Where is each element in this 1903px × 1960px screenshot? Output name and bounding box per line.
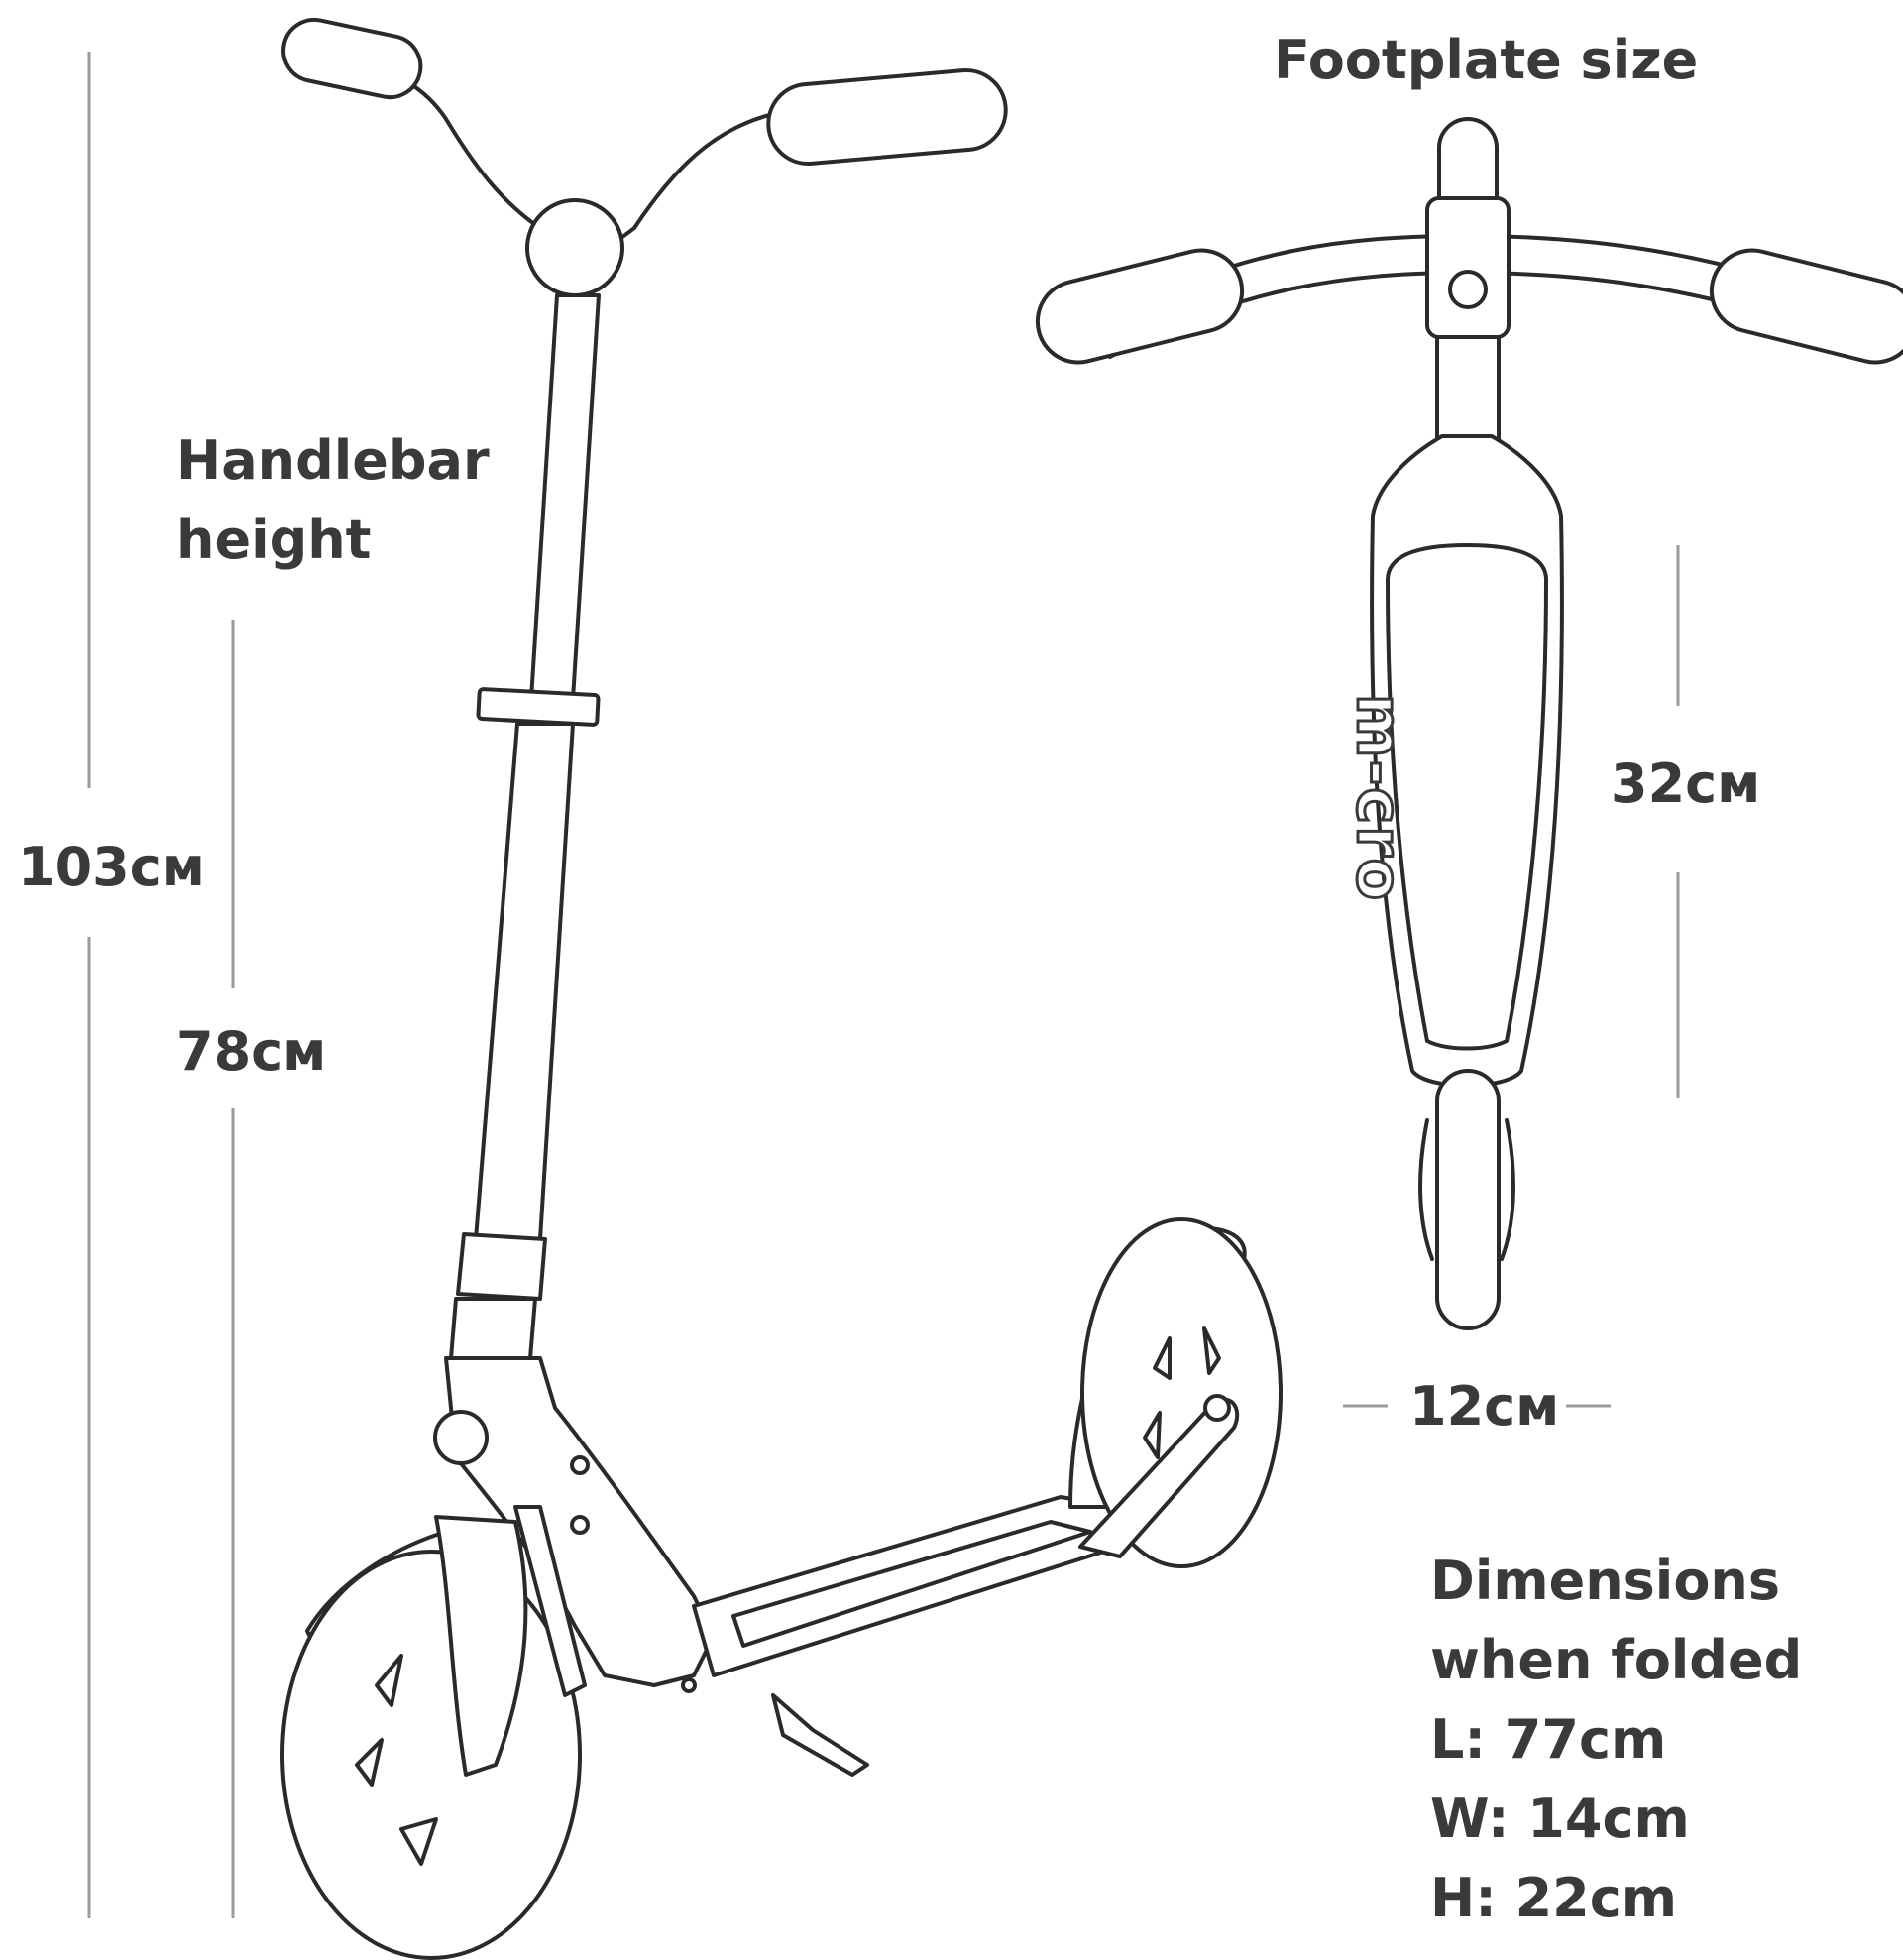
rear-axle-bolt (1203, 1394, 1231, 1422)
folded-width: W: 14cm (1430, 1787, 1690, 1850)
top-left-grip (1035, 248, 1245, 365)
top-view-scooter (1035, 117, 1903, 1330)
top-rear-arm (1418, 1118, 1434, 1261)
left-grip (281, 17, 423, 100)
deck-grip (731, 1520, 1092, 1648)
rear-wheel-hole (1153, 1336, 1172, 1380)
fold-bolt (570, 1455, 590, 1475)
folded-title-line1: Dimensions (1430, 1550, 1781, 1612)
rear-wheel (1080, 1217, 1283, 1568)
front-wheel-hole (375, 1654, 403, 1707)
front-wheel-hole (355, 1738, 384, 1787)
top-deck-grip (1386, 543, 1548, 1051)
handlebar-height-label: Handlebar height (176, 429, 490, 571)
folded-height: H: 22cm (1430, 1867, 1678, 1929)
fold-collar (456, 1232, 547, 1301)
top-rear-wheel (1435, 1069, 1501, 1330)
total-height-value: 103см (18, 836, 205, 898)
footplate-size-label: Footplate size (1274, 29, 1699, 91)
front-wheel-hole (399, 1817, 438, 1866)
folded-dimensions-block: Dimensions when folded L: 77cm W: 14cm H… (1430, 1542, 1802, 1938)
top-clamp-block (1425, 196, 1511, 339)
rear-wheel-hole (1143, 1411, 1162, 1459)
front-wheel (280, 1550, 582, 1960)
fold-bolt (570, 1515, 590, 1535)
brake-lever (513, 1505, 587, 1697)
side-view-scooter (280, 17, 1283, 1960)
rear-wheel-hole (1202, 1326, 1221, 1375)
top-clamp-bolt (1448, 270, 1488, 309)
micro-logo: m-cro (1342, 693, 1417, 904)
top-right-grip (1709, 248, 1903, 365)
handlebar-clamp (525, 198, 624, 297)
front-fork (434, 1515, 528, 1777)
folded-title-line2: when folded (1430, 1629, 1803, 1691)
headset-neck (449, 1297, 537, 1360)
handlebar-height-value: 78см (176, 1020, 327, 1083)
stem-lower (474, 722, 575, 1241)
stem-upper (529, 293, 601, 701)
folded-length: L: 77cm (1430, 1708, 1667, 1771)
right-grip (766, 68, 1008, 166)
footplate-width-value: 12см (1409, 1375, 1560, 1438)
fold-bolt (681, 1677, 697, 1693)
top-rear-arm (1500, 1118, 1515, 1261)
kickstand (771, 1693, 869, 1777)
footplate-length-value: 32см (1611, 752, 1761, 815)
fold-mechanism-knob (433, 1410, 489, 1465)
height-adjust-clamp (476, 687, 601, 727)
